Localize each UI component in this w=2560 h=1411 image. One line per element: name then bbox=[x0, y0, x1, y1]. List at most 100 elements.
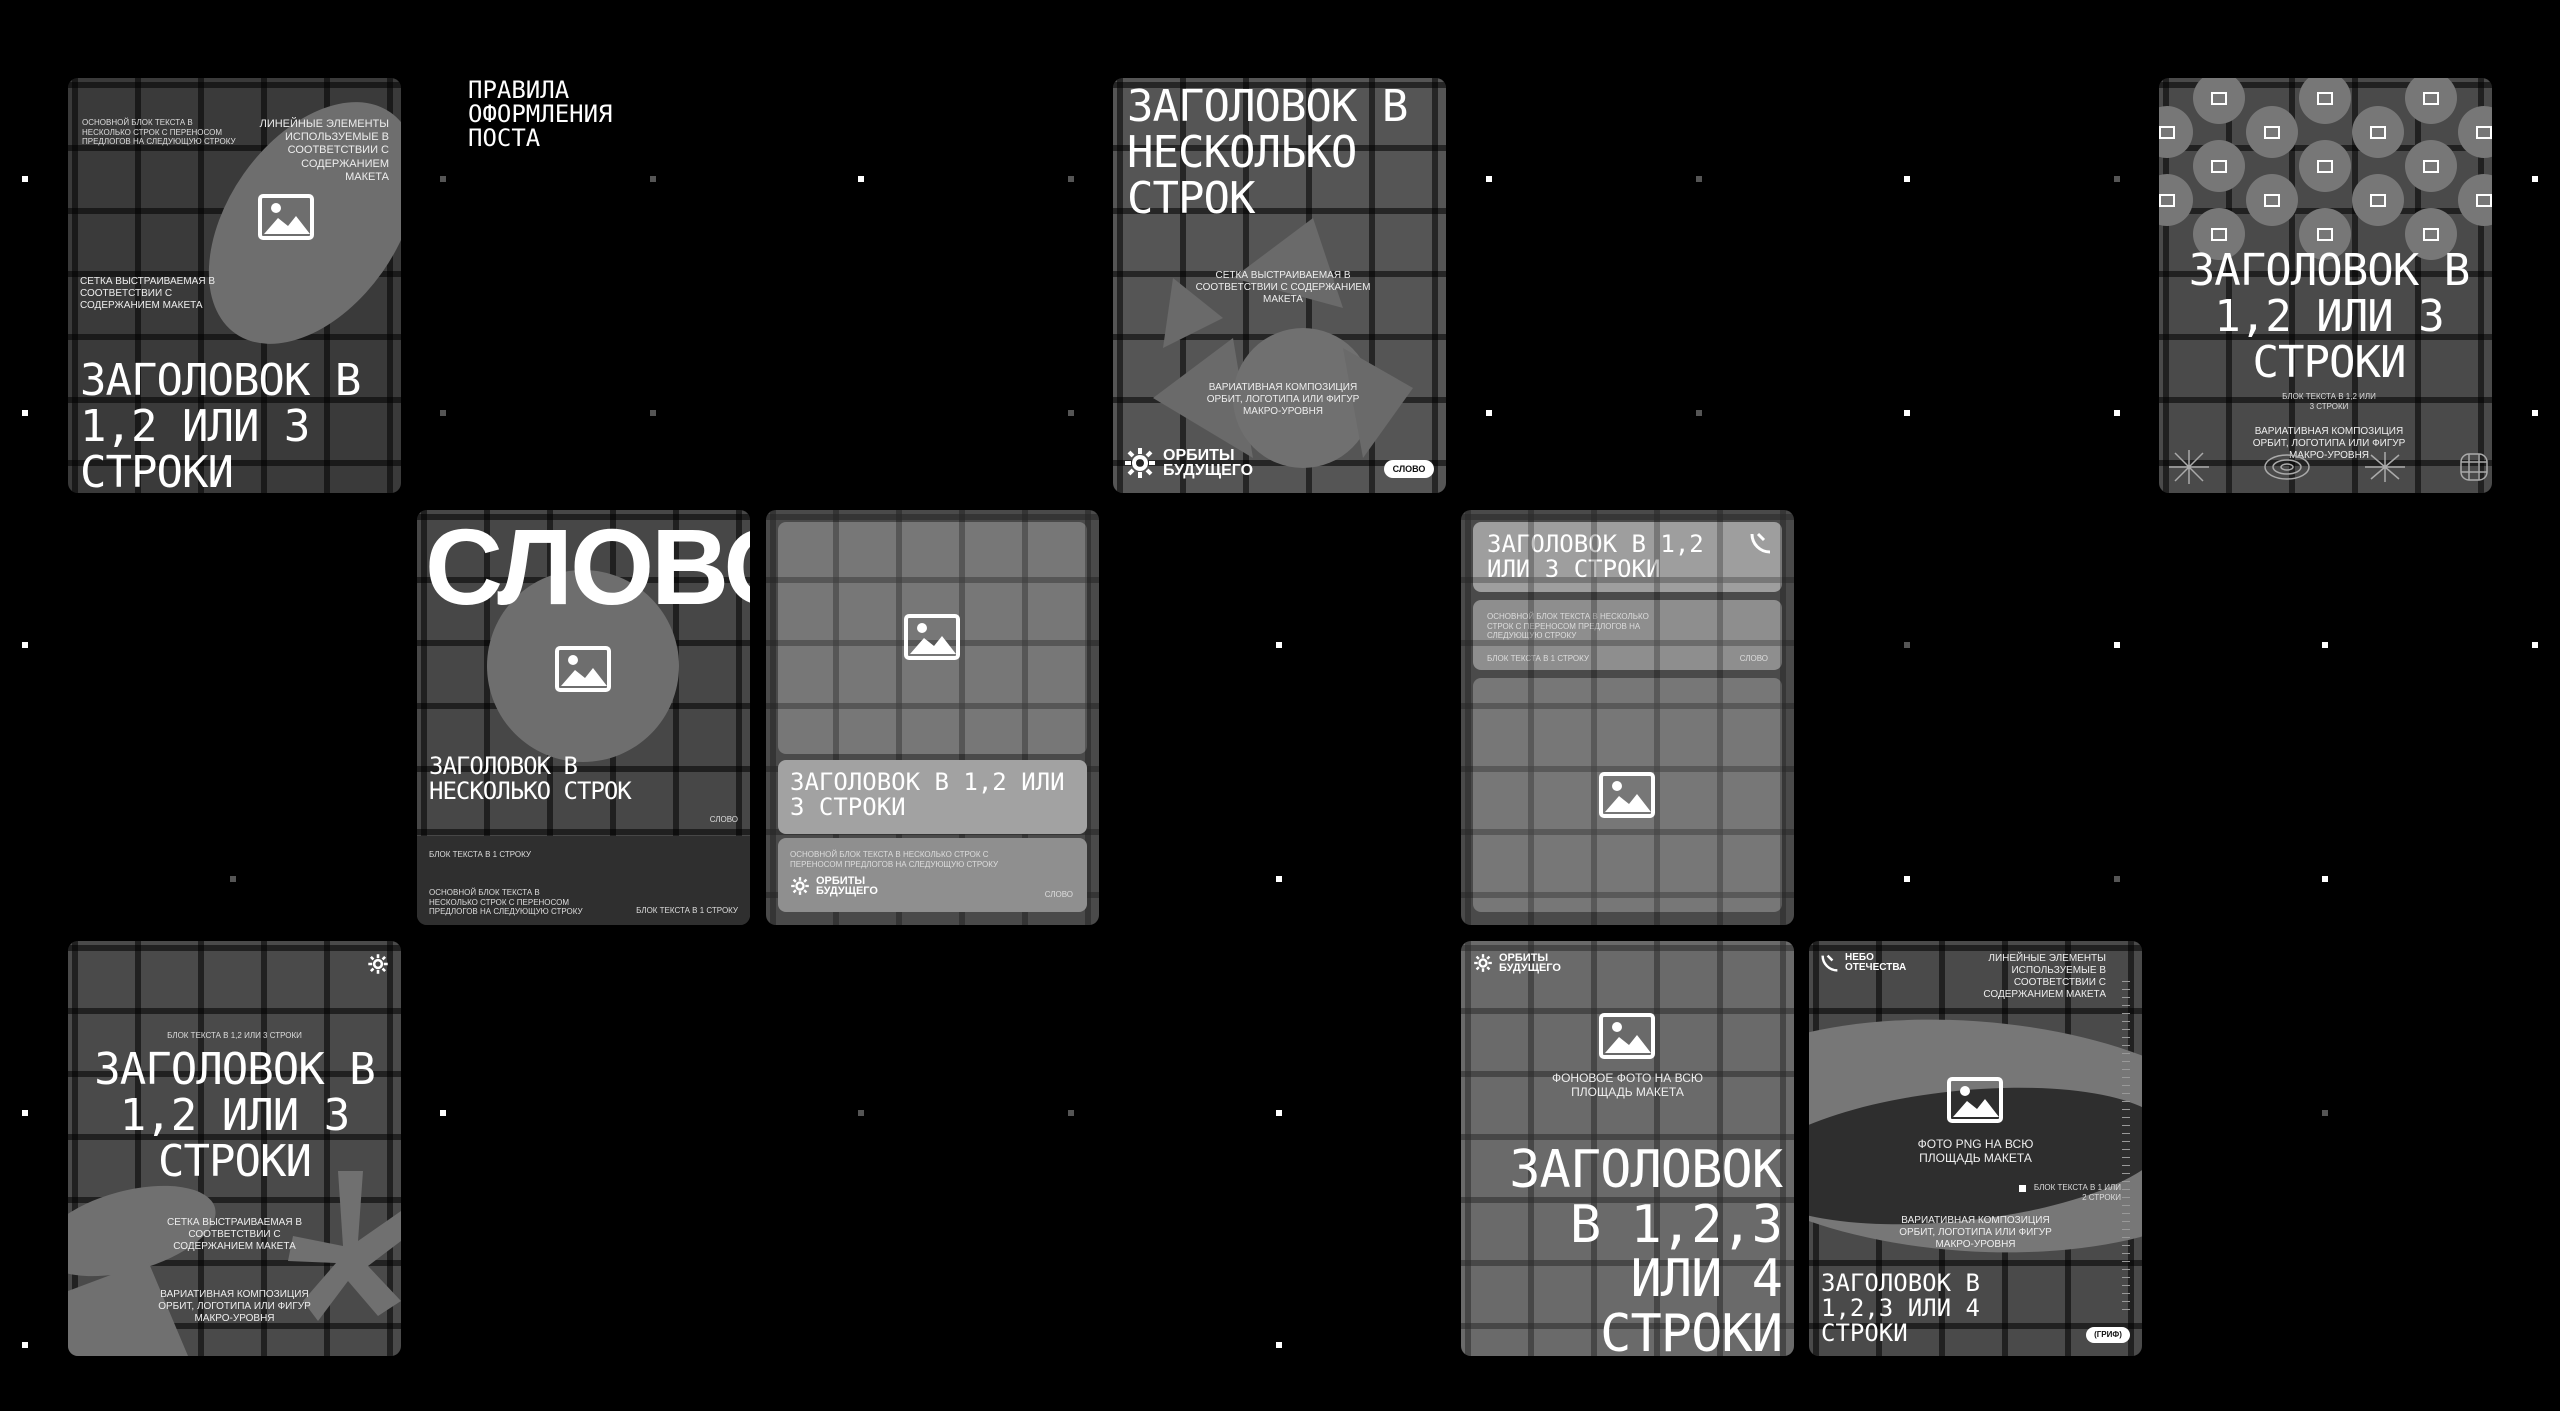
card-heading: ЗАГОЛОВОК В 1,2 ИЛИ 3 СТРОКИ bbox=[1487, 530, 1704, 584]
image-icon bbox=[1599, 1013, 1655, 1059]
sunburst-icon bbox=[1125, 448, 1155, 478]
grid-dot bbox=[650, 410, 656, 416]
card-heading: ЗАГОЛОВОК В 1,2 ИЛИ 3 СТРОКИ bbox=[80, 355, 361, 493]
template-card-3[interactable]: ЗАГОЛОВОК В 1,2 ИЛИ 3 СТРОКИ БЛОК ТЕКСТА… bbox=[2159, 78, 2492, 493]
grid-dot bbox=[1068, 410, 1074, 416]
page-title: ПРАВИЛА ОФОРМЛЕНИЯ ПОСТА bbox=[468, 76, 613, 152]
footer-band bbox=[417, 836, 750, 925]
grid-dot bbox=[2322, 642, 2328, 648]
grid-dot bbox=[1068, 1110, 1074, 1116]
word-small: СЛОВО bbox=[1044, 890, 1073, 899]
grid-dot bbox=[1276, 642, 1282, 648]
photo-note: ФОТО PNG НА ВСЮ ПЛОЩАДЬ МАКЕТА bbox=[1917, 1137, 2034, 1166]
grid-dot bbox=[1276, 876, 1282, 882]
logo-text: ОРБИТЫ БУДУЩЕГО bbox=[1499, 952, 1561, 975]
grid-dot bbox=[1276, 1342, 1282, 1348]
grid-dot bbox=[1904, 876, 1910, 882]
grid-note: СЕТКА ВЫСТРАИВАЕМАЯ В СООТВЕТСТВИИ С СОД… bbox=[167, 1217, 302, 1252]
grid-dot bbox=[2114, 876, 2120, 882]
grid-dot bbox=[1904, 176, 1910, 182]
block-text-bottom: БЛОК ТЕКСТА В 1 СТРОКУ bbox=[636, 906, 738, 915]
block-text: БЛОК ТЕКСТА В 1 СТРОКУ bbox=[1487, 654, 1589, 663]
photo-note: ФОНОВОЕ ФОТО НА ВСЮ ПЛОЩАДЬ МАКЕТА bbox=[1551, 1071, 1704, 1100]
grid-dot bbox=[2114, 642, 2120, 648]
bullet-square bbox=[2019, 1185, 2026, 1192]
sunburst-icon bbox=[1474, 954, 1492, 973]
block-text: БЛОК ТЕКСТА В 1 ИЛИ 2 СТРОКИ bbox=[2033, 1183, 2121, 1202]
grid-dot bbox=[650, 176, 656, 182]
orbit-circle bbox=[487, 570, 679, 762]
ruler-marks bbox=[2122, 981, 2130, 1311]
grid-dot bbox=[440, 1110, 446, 1116]
orbit-shapes bbox=[68, 1171, 401, 1356]
phone-icon bbox=[1750, 532, 1771, 554]
card-heading: ЗАГОЛОВОК В 1,2 ИЛИ 3 СТРОКИ bbox=[790, 768, 1065, 822]
grid-dot bbox=[440, 176, 446, 182]
grid-dot bbox=[2532, 176, 2538, 182]
logo-orbits: ОРБИТЫ БУДУЩЕГО bbox=[1473, 953, 1579, 974]
sunburst-icon bbox=[368, 954, 388, 974]
body-text: ОСНОВНОЙ БЛОК ТЕКСТА В НЕСКОЛЬКО СТРОК С… bbox=[82, 118, 236, 147]
grid-dot bbox=[2532, 642, 2538, 648]
image-icon bbox=[258, 194, 314, 240]
logo-text: ОРБИТЫ БУДУЩЕГО bbox=[816, 875, 878, 898]
word-pill[interactable]: СЛОВО bbox=[1384, 460, 1434, 478]
grid-dot bbox=[2114, 176, 2120, 182]
grid-dot bbox=[2322, 1110, 2328, 1116]
heading-panel bbox=[1473, 522, 1782, 592]
card-heading: ЗАГОЛОВОК В НЕСКОЛЬКО СТРОК bbox=[1127, 81, 1408, 225]
variative-note: ВАРИАТИВНАЯ КОМПОЗИЦИЯ ОРБИТ, ЛОГОТИПА И… bbox=[158, 1289, 311, 1324]
variative-note: ВАРИАТИВНАЯ КОМПОЗИЦИЯ ОРБИТ, ЛОГОТИПА И… bbox=[2252, 426, 2406, 461]
grid-dot bbox=[1068, 176, 1074, 182]
image-icon bbox=[1599, 772, 1655, 818]
grid-dot bbox=[858, 176, 864, 182]
card-heading: ЗАГОЛОВОК В 1,2 ИЛИ 3 СТРОКИ bbox=[2188, 245, 2470, 389]
word-small: СЛОВО bbox=[1739, 654, 1768, 663]
grid-note: СЕТКА ВЫСТРАИВАЕМАЯ В СООТВЕТСТВИИ С СОД… bbox=[80, 276, 215, 311]
logo-orbits: ОРБИТЫ БУДУЩЕГО bbox=[790, 876, 896, 897]
body-text: ОСНОВНОЙ БЛОК ТЕКСТА В НЕСКОЛЬКО СТРОК С… bbox=[1487, 612, 1649, 641]
grid-dot bbox=[22, 1110, 28, 1116]
grid-dot bbox=[2322, 876, 2328, 882]
grid-dot bbox=[230, 876, 236, 882]
image-panel bbox=[1473, 678, 1782, 912]
variative-note: ВАРИАТИВНАЯ КОМПОЗИЦИЯ ОРБИТ, ЛОГОТИПА И… bbox=[1899, 1215, 2052, 1250]
layout-grid bbox=[1461, 941, 1794, 1356]
grid-dot bbox=[1904, 410, 1910, 416]
orbit-shapes bbox=[1153, 218, 1413, 468]
grid-dot bbox=[22, 1342, 28, 1348]
grid-dot bbox=[1696, 410, 1702, 416]
word-small: СЛОВО bbox=[709, 815, 738, 824]
stamp-pill[interactable]: (ГРИФ) bbox=[2086, 1327, 2130, 1343]
template-card-9[interactable]: НЕБО ОТЕЧЕСТВА ЛИНЕЙНЫЕ ЭЛЕМЕНТЫ ИСПОЛЬЗ… bbox=[1809, 941, 2142, 1356]
template-card-1[interactable]: ОСНОВНОЙ БЛОК ТЕКСТА В НЕСКОЛЬКО СТРОК С… bbox=[68, 78, 401, 493]
grid-dot bbox=[1904, 642, 1910, 648]
template-card-5[interactable]: ЗАГОЛОВОК В 1,2 ИЛИ 3 СТРОКИ ОСНОВНОЙ БЛ… bbox=[766, 510, 1099, 925]
block-text: БЛОК ТЕКСТА В 1,2 ИЛИ 3 СТРОКИ bbox=[2282, 392, 2376, 411]
grid-dot bbox=[2532, 410, 2538, 416]
template-card-6[interactable]: ЗАГОЛОВОК В 1,2 ИЛИ 3 СТРОКИ ОСНОВНОЙ БЛ… bbox=[1461, 510, 1794, 925]
logo-text: ОРБИТЫ БУДУЩЕГО bbox=[1163, 446, 1254, 479]
linear-elements-text: ЛИНЕЙНЫЕ ЭЛЕМЕНТЫ ИСПОЛЬЗУЕМЫЕ В СООТВЕТ… bbox=[1983, 953, 2106, 1000]
grid-dot bbox=[22, 642, 28, 648]
template-card-8[interactable]: ОРБИТЫ БУДУЩЕГО ФОНОВОЕ ФОТО НА ВСЮ ПЛОЩ… bbox=[1461, 941, 1794, 1356]
phone-icon bbox=[1821, 954, 1838, 972]
template-card-2[interactable]: ЗАГОЛОВОК В НЕСКОЛЬКО СТРОК СЕТКА ВЫСТРА… bbox=[1113, 78, 1446, 493]
grid-dot bbox=[440, 410, 446, 416]
template-card-7[interactable]: БЛОК ТЕКСТА В 1,2 ИЛИ 3 СТРОКИ ЗАГОЛОВОК… bbox=[68, 941, 401, 1356]
grid-dot bbox=[1486, 176, 1492, 182]
template-card-4[interactable]: СЛОВО ЗАГОЛОВОК В НЕСКОЛЬКО СТРОК СЛОВО … bbox=[417, 510, 750, 925]
image-circles-pattern bbox=[2159, 78, 2492, 260]
layout-grid bbox=[1461, 510, 1794, 925]
card-heading: ЗАГОЛОВОК В 1,2,3 ИЛИ 4 СТРОКИ bbox=[1821, 1269, 1980, 1348]
grid-dot bbox=[1486, 410, 1492, 416]
card-heading: ЗАГОЛОВОК В 1,2 ИЛИ 3 СТРОКИ bbox=[94, 1044, 375, 1188]
variative-note: ВАРИАТИВНАЯ КОМПОЗИЦИЯ ОРБИТ, ЛОГОТИПА И… bbox=[1206, 382, 1360, 417]
logo-sky: НЕБО ОТЕЧЕСТВА bbox=[1821, 953, 1915, 972]
image-icon bbox=[904, 614, 960, 660]
footer-panel bbox=[778, 838, 1087, 912]
image-panel bbox=[778, 522, 1087, 754]
block-text: БЛОК ТЕКСТА В 1,2 ИЛИ 3 СТРОКИ bbox=[167, 1031, 302, 1040]
image-icon bbox=[1947, 1077, 2003, 1123]
logo-orbits: ОРБИТЫ БУДУЩЕГО bbox=[1123, 446, 1283, 480]
